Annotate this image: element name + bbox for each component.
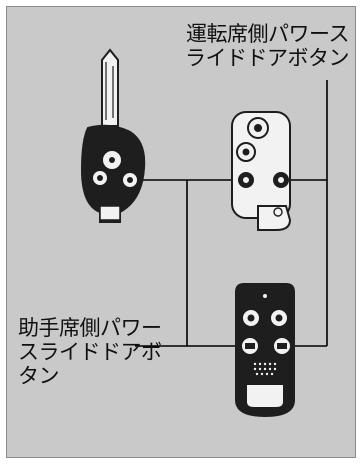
passenger-callout-lines [135,180,248,347]
passenger-side-button-label: 助手席側パワー スライドドアボ タン [18,316,162,388]
illustration-frame [6,6,356,458]
speaker-grille-icon [253,362,277,376]
driver-side-button-label: 運転席側パワース ライドドアボタン [185,22,350,70]
driver-callout-lines [130,80,328,347]
remote-key-with-blade [80,48,146,223]
remote-smart-key [231,111,292,231]
remote-fob [235,283,295,418]
